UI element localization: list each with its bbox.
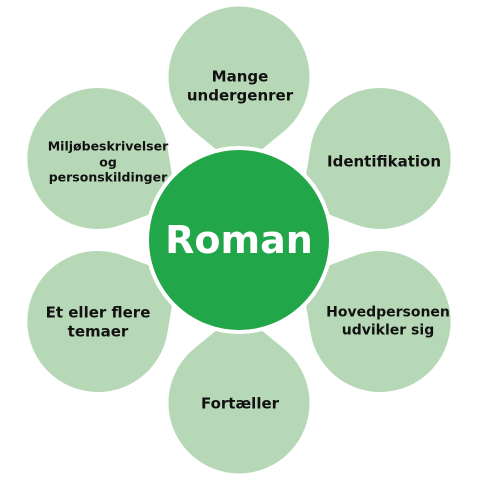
petal-label-line: og [99,154,117,170]
petal-label-line: Fortæller [200,394,280,413]
petal-label-top-right: Identifikation [327,153,441,172]
petal-label-bottom: Fortæller [201,395,279,414]
petal-label-line: udvikler sig [341,322,435,338]
petal-label-bottom-right: Hovedpersonen udvikler sig [326,305,450,340]
center-circle [145,146,333,334]
petal-label-top: Mange undergenrer [187,67,293,105]
petal-top [165,3,313,172]
petal-top-right [298,85,454,232]
petal-layer [24,3,454,477]
center-label: Roman [165,218,313,262]
petal-label-top-left: Miljøbeskrivelser og personskildinger [48,139,169,186]
petal-bottom-left [24,248,180,395]
petal-label-line: undergenrer [186,86,294,104]
petal-label-line: Hovedpersonen [326,304,450,321]
petal-label-line: Miljøbeskrivelser [47,138,169,154]
petal-label-line: Mange [211,67,269,86]
petal-bottom-right [298,248,454,395]
petal-label-line: temaer [67,322,129,340]
petal-label-line: personskildinger [48,169,168,185]
petal-bottom [165,308,313,477]
petal-label-line: Et eller flere [45,303,151,322]
petal-label-bottom-left: Et eller flere temaer [46,303,151,341]
petal-label-line: Identifikation [327,152,441,171]
petal-top-left [24,85,180,232]
